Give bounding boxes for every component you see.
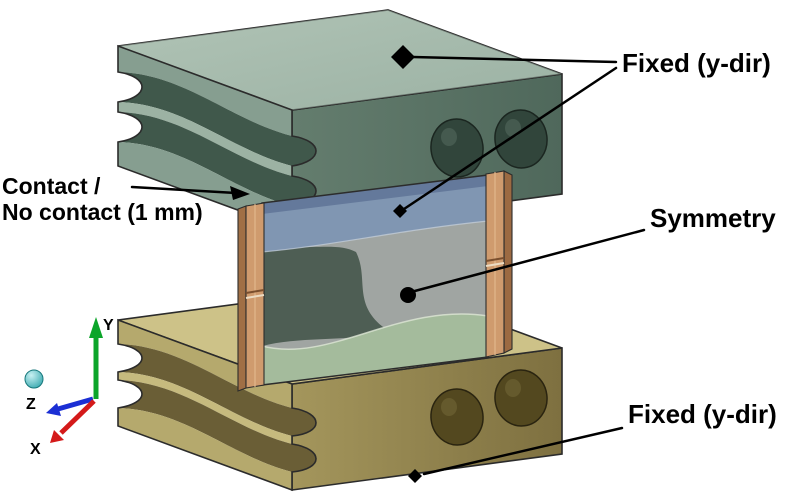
bottom-slab-core-hole [494, 369, 548, 427]
masonry-specimen [237, 170, 513, 392]
leader-fixed-top-a [411, 55, 618, 64]
top-slab-core-hole [494, 109, 548, 169]
x-axis-arrowhead-icon [50, 430, 64, 443]
label-fixed-bottom: Fixed (y-dir) [628, 399, 777, 429]
right-brick-strip [485, 170, 513, 358]
left-brick-strip [237, 202, 265, 392]
label-fixed-top: Fixed (y-dir) [622, 48, 771, 78]
joint-blue-top-sliver [262, 175, 488, 214]
diamond-marker-fixed-top [391, 45, 415, 69]
leader-fixed-top-b [402, 66, 618, 211]
annotations [130, 45, 646, 483]
circle-marker-symmetry [400, 287, 416, 303]
text-labels: Fixed (y-dir) Symmetry Fixed (y-dir) Con… [2, 48, 777, 429]
label-symmetry: Symmetry [650, 203, 776, 233]
contact-arrow [130, 185, 250, 200]
top-slab-grooved-face [117, 44, 317, 232]
top-slab-core-hole [430, 118, 484, 178]
z-axis-arrow [57, 396, 94, 412]
blue-boundary-line [262, 220, 488, 253]
leader-fixed-bottom [422, 426, 624, 476]
z-axis-label: Z [26, 396, 36, 413]
top-face-sheen [118, 10, 562, 110]
green-bottom-region [262, 313, 488, 385]
diamond-marker-interface [393, 204, 407, 218]
bottom-slab-core-hole [430, 388, 484, 446]
x-axis-arrow [59, 399, 96, 435]
diamond-marker-fixed-bottom [408, 469, 422, 483]
leader-symmetry [409, 228, 646, 294]
green-boundary-line [262, 313, 488, 351]
coordinate-triad: Y Z X [24, 317, 114, 458]
label-contact-line2: No contact (1 mm) [2, 199, 203, 225]
y-axis-label: Y [103, 317, 114, 334]
z-axis-arrowhead-icon [46, 403, 61, 416]
label-contact-line1: Contact / [2, 173, 101, 199]
origin-sphere-icon [24, 369, 44, 389]
y-axis-arrowhead-icon [89, 317, 103, 338]
dark-core-region [262, 246, 390, 346]
joint-blue-region [262, 175, 488, 252]
arrowhead-icon [230, 186, 250, 200]
x-axis-label: X [30, 441, 41, 458]
